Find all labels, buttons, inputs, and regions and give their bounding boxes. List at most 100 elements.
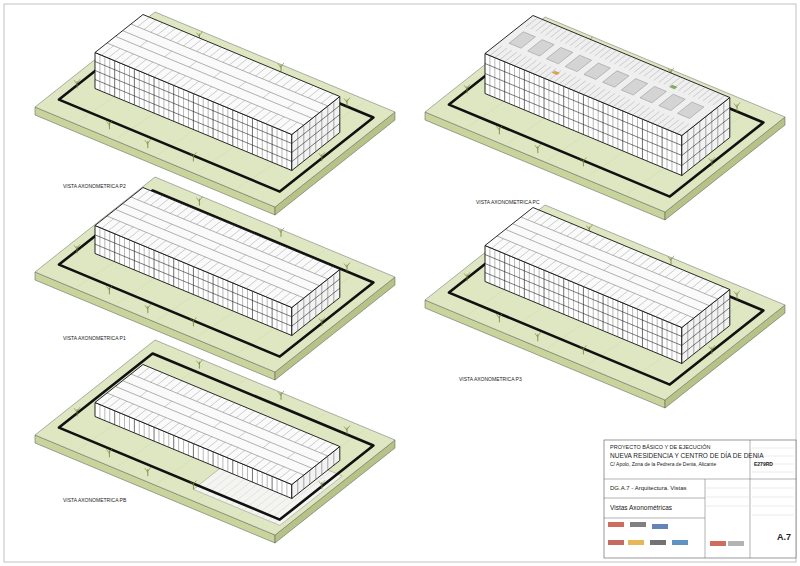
partition-wall — [266, 464, 278, 474]
floor-line — [292, 288, 340, 326]
partition-wall — [256, 416, 268, 426]
partition-wall — [246, 456, 258, 466]
facade-mullion — [114, 411, 115, 425]
partition-wall — [107, 43, 304, 125]
pergola-line — [608, 95, 620, 105]
ground-plane — [35, 177, 395, 372]
partition-wall — [108, 221, 120, 231]
partition-wall — [203, 395, 215, 405]
tree-symbol — [319, 153, 322, 157]
partition-wall — [233, 273, 245, 283]
partition-wall — [564, 269, 576, 279]
axonometric-view — [425, 16, 785, 221]
partition-wall — [285, 472, 297, 482]
floor-line — [95, 71, 292, 153]
facade-mullion — [327, 106, 328, 142]
pergola-line — [657, 116, 669, 126]
partition-wall — [505, 229, 702, 311]
partition-wall — [131, 24, 328, 106]
partition-wall — [213, 92, 225, 102]
facade-mullion — [333, 451, 334, 465]
partition-wall — [272, 290, 284, 300]
axonometric-view — [425, 205, 785, 408]
partition-wall — [200, 87, 212, 97]
facade-mullion — [168, 256, 169, 284]
facade-mullion — [203, 271, 204, 299]
partition-wall — [583, 277, 595, 287]
partition-wall — [187, 254, 199, 264]
partition-wall — [174, 426, 186, 436]
facade-mullion — [119, 236, 120, 264]
partition-wall — [165, 224, 172, 230]
partition-wall — [161, 243, 173, 253]
pergola-line — [555, 30, 567, 39]
pergola-line — [603, 93, 615, 103]
partition-wall — [308, 88, 320, 98]
partition-wall — [243, 234, 255, 244]
pergola-line — [688, 85, 700, 95]
pergola-line — [659, 73, 671, 83]
roof-unit — [546, 47, 572, 63]
view-caption: VISTA AXONOMETRICA PB — [62, 497, 127, 503]
pergola-line — [639, 65, 651, 75]
tree-symbol — [734, 292, 737, 296]
facade-mullion — [267, 474, 268, 488]
tree-symbol — [347, 426, 350, 430]
tree-symbol — [190, 318, 193, 322]
partition-wall — [315, 264, 327, 274]
partition-wall — [279, 470, 291, 480]
partition-wall — [223, 53, 235, 63]
partition-wall — [288, 102, 295, 108]
tree-symbol — [496, 314, 499, 318]
partition-wall — [174, 76, 186, 86]
field-rule — [752, 448, 794, 449]
pergola-line — [590, 44, 602, 54]
facade-mullion — [158, 429, 159, 443]
partition-wall — [302, 259, 314, 269]
partition-wall — [497, 236, 694, 318]
title-block-cell: Vistas Axonométricas — [607, 500, 703, 517]
partition-wall — [121, 227, 133, 237]
partition-wall — [288, 430, 300, 440]
partition-wall — [580, 232, 592, 242]
partition-wall — [138, 367, 150, 377]
partition-wall — [269, 245, 281, 255]
facade-mullion — [188, 264, 189, 292]
field-rule — [706, 497, 749, 498]
facade-mullion — [178, 260, 179, 288]
partition-wall — [123, 381, 320, 463]
facade-mullion — [262, 295, 263, 323]
title-text: NUEVA RESIDENCIA Y CENTRO DE DÍA DE DENI… — [610, 451, 766, 460]
field-rule — [752, 515, 794, 516]
floor-line — [485, 74, 682, 156]
pergola-line — [539, 67, 551, 77]
pergola-line — [578, 83, 590, 93]
partition-wall — [669, 313, 681, 323]
facade-mullion — [104, 407, 105, 421]
facade-mullion — [303, 125, 304, 161]
partition-wall — [249, 237, 261, 247]
tree-symbol — [319, 318, 322, 322]
facade-mullion — [183, 439, 184, 453]
pergola-line — [693, 87, 705, 97]
title-block-cell: A.7 — [753, 520, 794, 556]
partition-wall — [140, 391, 147, 397]
partition-wall — [128, 407, 140, 417]
partition-wall — [226, 98, 238, 108]
partition-wall — [207, 262, 219, 272]
partition-wall — [528, 210, 540, 220]
partition-wall — [238, 432, 245, 438]
partition-wall — [308, 438, 320, 448]
partition-wall — [223, 403, 235, 413]
facade-mullion — [232, 283, 233, 311]
facade-mullion — [149, 248, 150, 276]
partition-wall — [282, 77, 294, 87]
facade-mullion — [139, 244, 140, 272]
pergola-line — [583, 85, 595, 95]
partition-wall — [537, 258, 549, 268]
facade-mullion — [232, 460, 233, 474]
facade-mullion — [124, 238, 125, 266]
partition-wall — [541, 216, 553, 226]
facade-mullion — [242, 287, 243, 315]
